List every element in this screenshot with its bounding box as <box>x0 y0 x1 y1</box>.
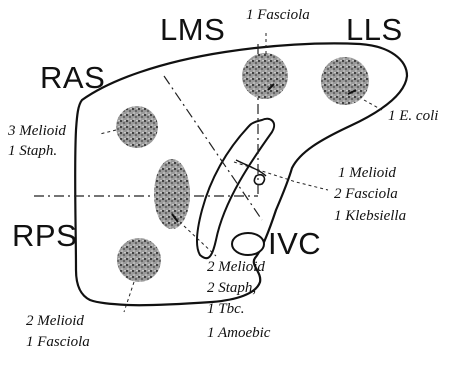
segment-label-ras: RAS <box>40 60 105 95</box>
annotation-ecoli: 1 E. coli <box>388 108 438 124</box>
lesion-central <box>154 159 190 229</box>
lesion-ras <box>116 106 158 148</box>
leader-ecoli <box>364 100 382 110</box>
segment-label-ivc: IVC <box>268 226 321 261</box>
annotation-mid-fasciola: 2 Fasciola <box>334 186 398 202</box>
segment-label-lls: LLS <box>346 12 403 47</box>
leader-mid <box>234 162 328 190</box>
segment-label-lms: LMS <box>160 12 225 47</box>
annotation-rps-fasciola: 1 Fasciola <box>26 334 90 350</box>
ivc-outline <box>232 233 264 255</box>
annotation-ras-staph: 1 Staph. <box>8 143 57 159</box>
fissure-line <box>254 175 264 185</box>
leader-rps <box>124 282 134 312</box>
leader-ras <box>100 130 116 134</box>
annotation-rps-melioid: 2 Melioid <box>26 313 84 329</box>
annotation-ras-melioid: 3 Melioid <box>7 123 66 139</box>
annotation-low-amoebic: 1 Amoebic <box>207 325 271 341</box>
annotation-low-tbc: 1 Tbc. <box>207 301 245 317</box>
lesion-rps <box>117 238 161 282</box>
annotation-low-staph: 2 Staph, <box>207 280 256 296</box>
segment-label-rps: RPS <box>12 218 77 253</box>
annotation-mid-melioid: 1 Melioid <box>338 165 396 181</box>
lesion-lls-right <box>321 57 369 105</box>
annotation-top-fasciola: 1 Fasciola <box>246 7 310 23</box>
annotation-low-melioid: 2 Melioid <box>207 259 265 275</box>
lesion-lls-left <box>242 53 288 99</box>
annotation-mid-klebsiella: 1 Klebsiella <box>334 208 406 224</box>
